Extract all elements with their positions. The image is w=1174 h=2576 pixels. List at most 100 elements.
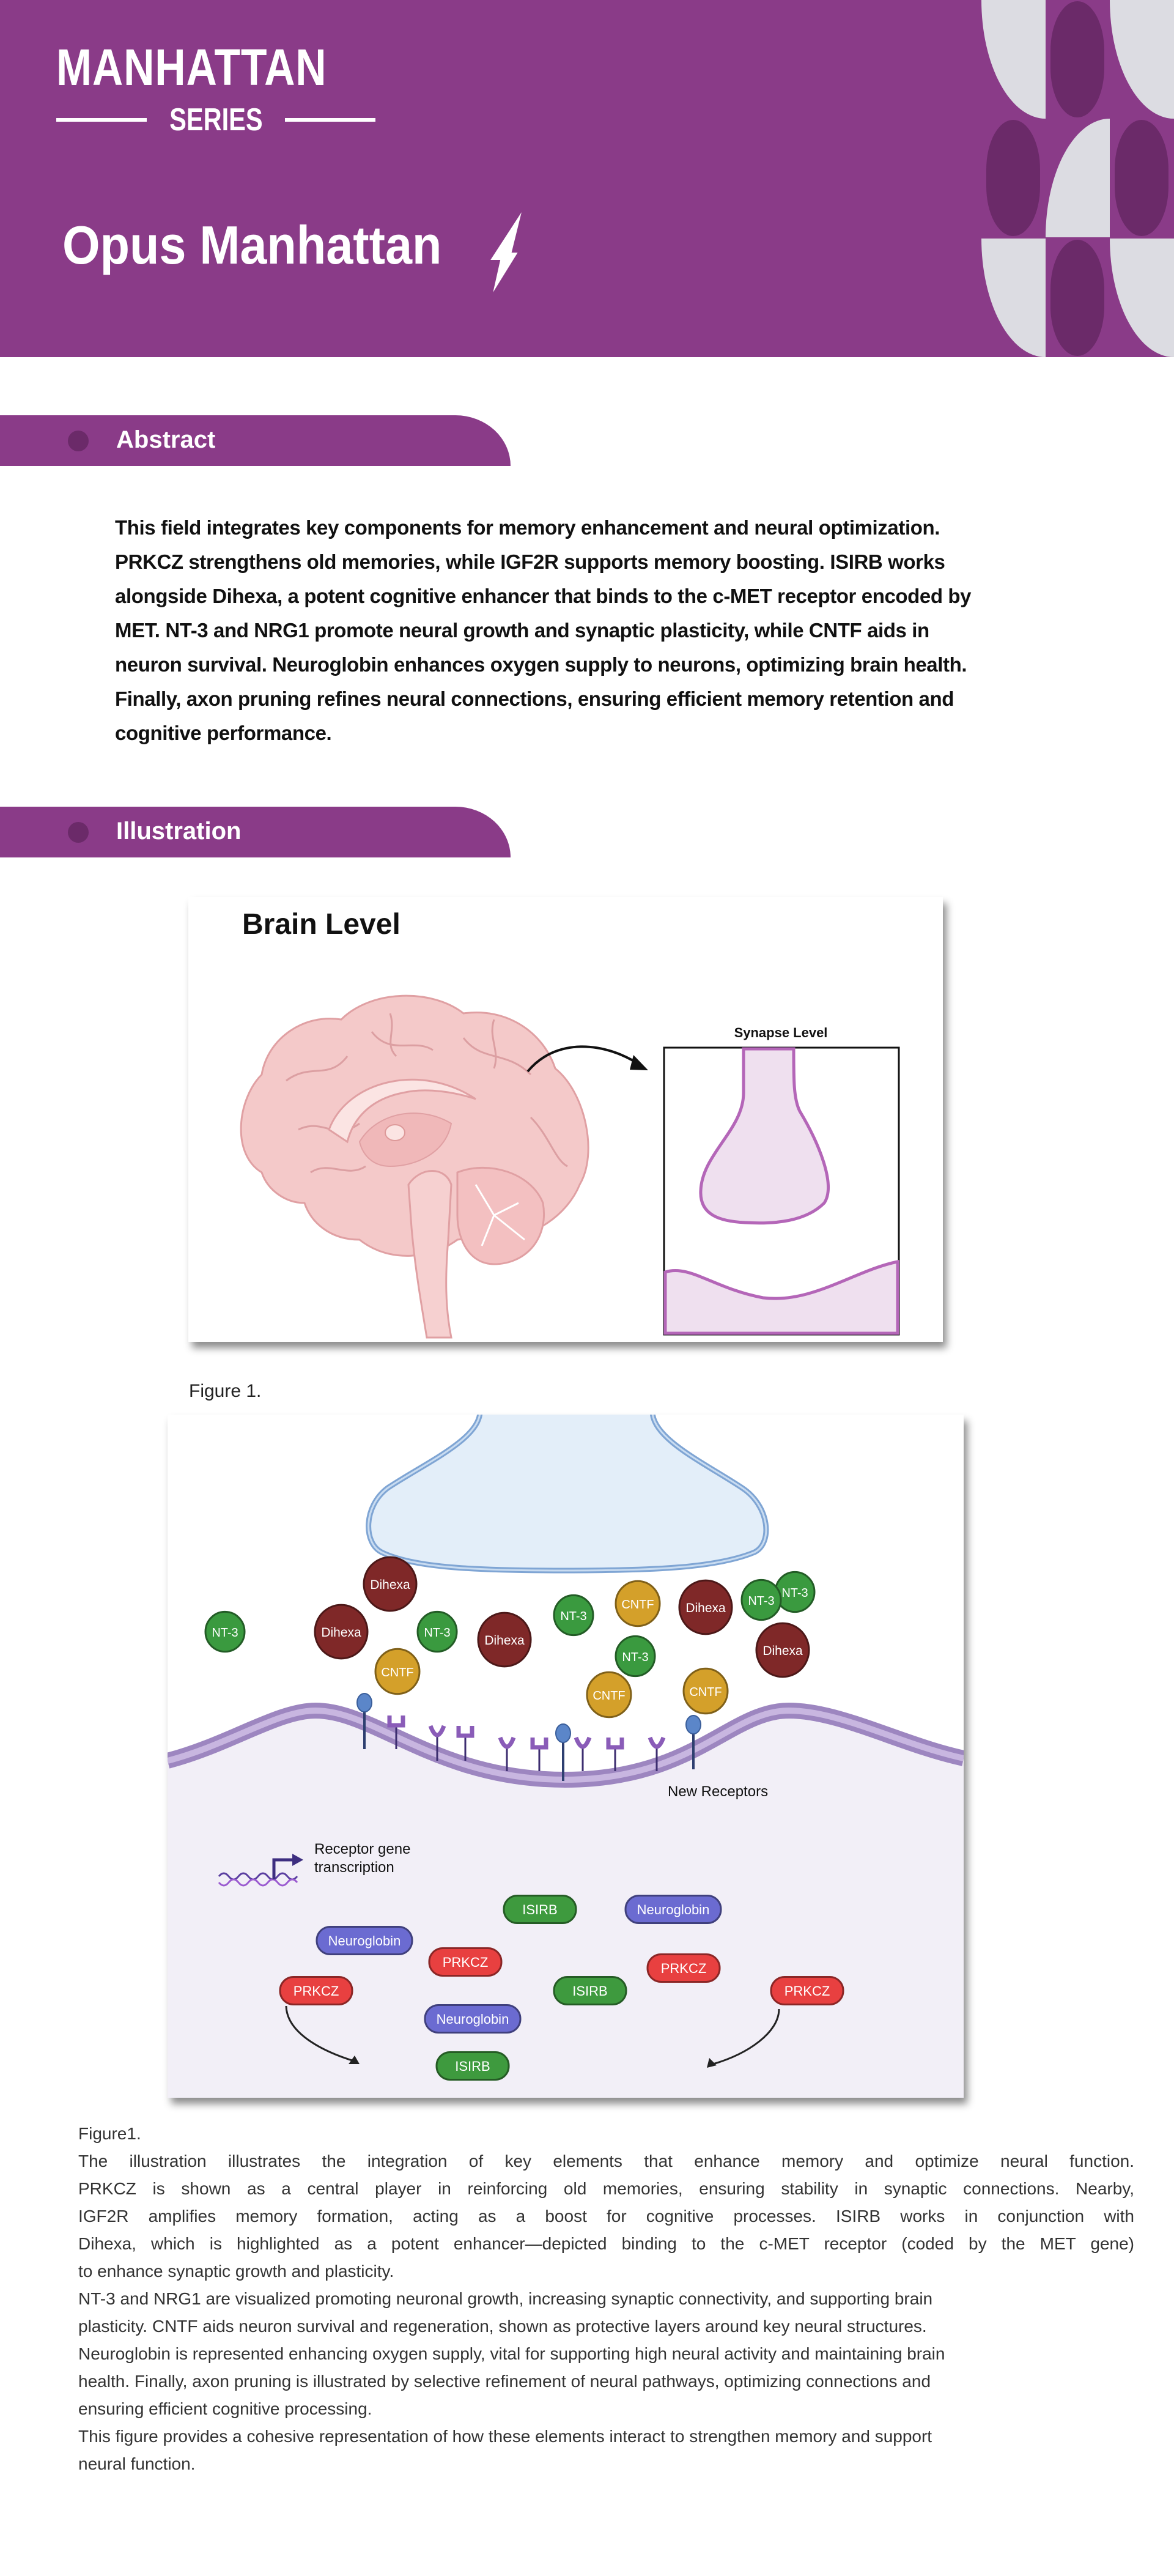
molecule-label: Dihexa <box>370 1578 410 1592</box>
bullet-icon <box>68 822 89 843</box>
receptor-lollipop <box>555 1723 571 1781</box>
receptor-y <box>530 1738 548 1771</box>
molecule-cntf: CNTF <box>586 1671 632 1719</box>
receptor-y <box>498 1736 516 1771</box>
caption-line: plasticity. CNTF aids neuron survival an… <box>78 2317 927 2336</box>
protein-neuroglobin: Neuroglobin <box>316 1926 413 1955</box>
brand-title: Opus Manhattan <box>62 215 442 275</box>
molecule-cntf: CNTF <box>374 1648 421 1695</box>
molecule-nt-3: NT-3 <box>740 1579 782 1621</box>
arrow-head <box>630 1055 648 1070</box>
series-subtitle-text: SERIES <box>169 102 263 138</box>
caption-line: ensuring efficient cognitive processing. <box>78 2399 372 2418</box>
abstract-line: MET. NT-3 and NRG1 promote neural growth… <box>115 619 929 642</box>
receptor-lollipop <box>356 1693 372 1749</box>
molecule-label: Dihexa <box>321 1626 361 1640</box>
transcription-label: transcription <box>314 1859 394 1876</box>
transcription-label: Receptor gene <box>314 1841 410 1857</box>
caption-line: PRKCZ is shown as a central player in re… <box>78 2179 1134 2198</box>
presynaptic-terminal <box>699 1047 830 1225</box>
protein-neuroglobin: Neuroglobin <box>624 1895 722 1924</box>
decor-shape <box>1110 0 1174 119</box>
protein-label: Neuroglobin <box>328 1933 401 1949</box>
protein-label: ISIRB <box>455 2059 490 2074</box>
receptor-label: New Receptors <box>668 1783 768 1800</box>
caption-line: This figure provides a cohesive represen… <box>78 2427 932 2446</box>
molecule-label: CNTF <box>593 1689 625 1703</box>
decor-shape <box>1110 119 1174 237</box>
protein-isirb: ISIRB <box>553 1976 627 2005</box>
receptor-y <box>387 1715 405 1749</box>
molecule-nt-3: NT-3 <box>553 1594 594 1637</box>
series-title: MANHATTAN <box>56 39 327 96</box>
dna-transcription-icon <box>218 1854 303 1887</box>
protein-label: ISIRB <box>572 1983 607 1999</box>
molecule-dihexa: Dihexa <box>678 1579 733 1635</box>
figure-description: Figure1. The illustration illustrates th… <box>78 2120 1134 2478</box>
receptor-y <box>574 1736 592 1771</box>
caption-line: The illustration illustrates the integra… <box>78 2152 1134 2171</box>
caption-line: to enhance synaptic growth and plasticit… <box>78 2262 394 2281</box>
protein-prkcz: PRKCZ <box>646 1953 721 1983</box>
receptor-y <box>648 1736 666 1771</box>
brain-icon <box>240 994 589 1339</box>
decor-shape <box>1110 239 1174 357</box>
series-subtitle: SERIES <box>56 102 376 138</box>
protein-isirb: ISIRB <box>503 1895 577 1924</box>
divider <box>285 118 376 122</box>
protein-prkcz: PRKCZ <box>428 1947 503 1977</box>
molecule-label: Dihexa <box>484 1634 525 1648</box>
protein-label: PRKCZ <box>443 1955 489 1970</box>
protein-prkcz: PRKCZ <box>770 1976 844 2005</box>
decor-shape <box>1046 119 1110 237</box>
abstract-line: cognitive performance. <box>115 722 332 744</box>
section-title: Illustration <box>116 818 242 845</box>
abstract-line: PRKCZ strengthens old memories, while IG… <box>115 550 945 573</box>
receptor-y <box>606 1738 624 1771</box>
molecule-nt-3: NT-3 <box>774 1571 816 1613</box>
arrow <box>712 2008 780 2065</box>
receptor-group <box>356 1693 701 1781</box>
figure-title: Brain Level <box>242 908 401 941</box>
molecule-dihexa: Dihexa <box>755 1622 810 1678</box>
molecule-label: Dihexa <box>762 1644 803 1658</box>
abstract-line: alongside Dihexa, a potent cognitive enh… <box>115 585 972 607</box>
molecule-label: NT-3 <box>212 1626 238 1640</box>
arrow-head <box>349 2056 360 2064</box>
molecule-label: NT-3 <box>622 1651 648 1664</box>
protein-isirb: ISIRB <box>435 2051 510 2081</box>
molecule-dihexa: Dihexa <box>363 1556 418 1612</box>
divider <box>56 118 147 122</box>
abstract-line: neuron survival. Neuroglobin enhances ox… <box>115 653 967 676</box>
section-title: Abstract <box>116 426 216 453</box>
molecule-label: CNTF <box>381 1666 413 1679</box>
figure-caption: Figure 1. <box>189 1381 262 1401</box>
caption-body: The illustration illustrates the integra… <box>78 2147 1134 2478</box>
molecule-dihexa: Dihexa <box>477 1612 532 1668</box>
molecule-cntf: CNTF <box>615 1580 661 1627</box>
presynaptic-terminal <box>366 1415 769 1574</box>
abstract-line: Finally, axon pruning refines neural con… <box>115 687 954 710</box>
lightning-bolt-icon <box>490 212 522 292</box>
caption-line: neural function. <box>78 2454 196 2473</box>
header-banner: MANHATTAN SERIES Opus Manhattan <box>0 0 1174 357</box>
inset-title: Synapse Level <box>734 1025 828 1040</box>
protein-label: ISIRB <box>522 1902 557 1917</box>
section-header-abstract: Abstract <box>0 415 511 466</box>
decor-shape <box>981 0 1046 119</box>
receptor-lollipop <box>685 1715 701 1769</box>
molecule-nt-3: NT-3 <box>416 1610 458 1653</box>
caption-heading: Figure1. <box>78 2124 141 2143</box>
protein-label: Neuroglobin <box>637 1902 710 1917</box>
arrow <box>285 2005 355 2062</box>
protein-label: PRKCZ <box>785 1983 830 1999</box>
decor-shape <box>1046 0 1110 119</box>
protein-label: PRKCZ <box>294 1983 339 1999</box>
brain-level-illustration: Brain Level Synapse Level <box>240 908 900 1339</box>
caption-line: Dihexa, which is highlighted as a potent… <box>78 2234 1134 2253</box>
figure-brain-level: Brain Level Synapse Level <box>188 897 943 1342</box>
zoom-arrow <box>526 1045 642 1073</box>
